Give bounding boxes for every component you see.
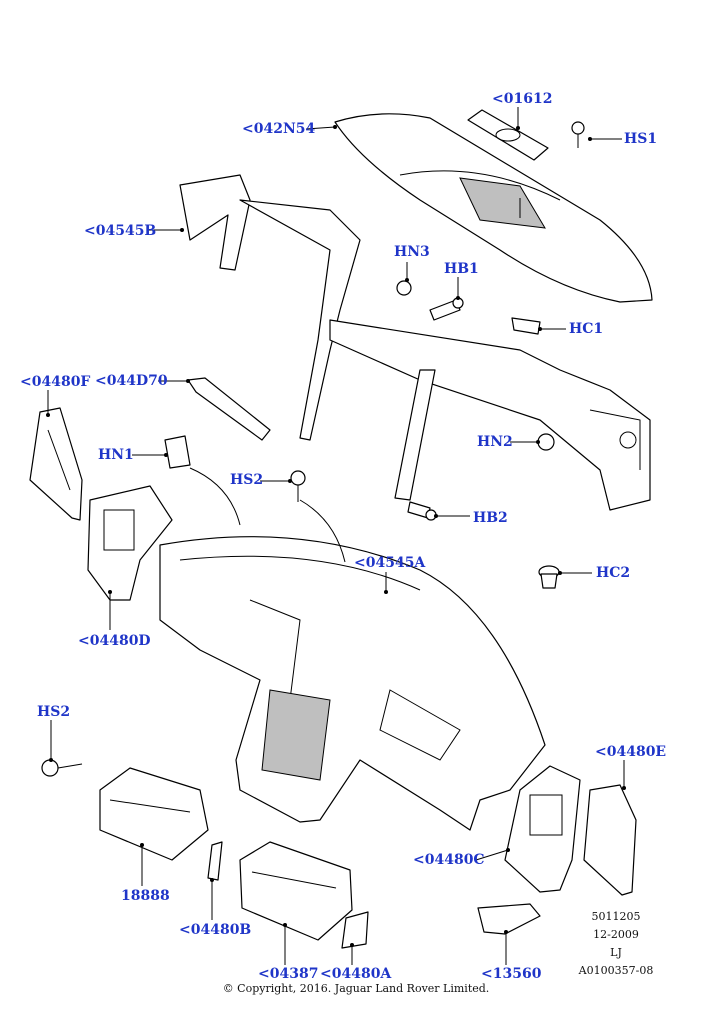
- callout-04480F: <04480F: [20, 374, 91, 390]
- screw-hs1: [571, 121, 585, 148]
- callout-044D70: <044D70: [95, 373, 168, 389]
- clip-hc2: [538, 565, 560, 589]
- callout-13560: <13560: [481, 966, 542, 982]
- bolt-hb1: [429, 297, 464, 321]
- screw-hs2-upper: [290, 470, 306, 502]
- clip-hc1: [511, 317, 541, 335]
- callout-HN2: HN2: [477, 434, 513, 450]
- cross-car-beam: [179, 174, 651, 511]
- vent-surround-right: [504, 765, 581, 893]
- callout-04480C: <04480C: [413, 852, 485, 868]
- top-trim-panel: [334, 113, 653, 303]
- side-panel-left: [29, 407, 83, 521]
- leader-lines: [46, 107, 626, 965]
- callout-04480D: <04480D: [78, 633, 151, 649]
- support-bracket: [187, 377, 271, 441]
- callout-HN3: HN3: [394, 244, 430, 260]
- storage-compartment: [239, 841, 353, 941]
- callout-HS2-upper: HS2: [230, 472, 264, 488]
- callout-18888: 18888: [121, 888, 170, 904]
- screw-hs2-lower: [41, 759, 83, 777]
- callout-01612: <01612: [492, 91, 553, 107]
- switch-blank: [477, 903, 541, 935]
- instrument-panel: [159, 536, 546, 831]
- speaker-cover: [467, 109, 549, 161]
- callout-04387: <04387: [258, 966, 319, 982]
- callout-HS1: HS1: [624, 131, 658, 147]
- small-trim-panel: [341, 911, 369, 949]
- callout-04480E: <04480E: [595, 744, 667, 760]
- glovebox-bin: [99, 767, 209, 861]
- reference-date: 12-2009: [593, 928, 639, 941]
- callout-HC2: HC2: [596, 565, 631, 581]
- callout-HB2: HB2: [473, 510, 508, 526]
- callout-04480A: <04480A: [320, 966, 392, 982]
- callout-04545B: <04545B: [84, 223, 157, 239]
- nut-hn2: [537, 433, 555, 451]
- nut-clip-hn1: [164, 435, 191, 469]
- bolt-hb2: [407, 501, 437, 521]
- reference-code: 5011205: [591, 910, 641, 923]
- diagram-reference-block: 5011205 12-2009 LJ A0100357-08: [576, 908, 656, 980]
- callout-04480B: <04480B: [179, 922, 252, 938]
- copyright-notice: © Copyright, 2016. Jaguar Land Rover Lim…: [222, 982, 490, 995]
- nut-hn3: [396, 280, 412, 296]
- callout-042N54: <042N54: [242, 121, 316, 137]
- side-panel-right: [583, 784, 637, 896]
- callout-HN1: HN1: [98, 447, 134, 463]
- callout-HC1: HC1: [569, 321, 604, 337]
- callout-04545A: <04545A: [354, 555, 426, 571]
- vent-surround-left: [87, 485, 173, 601]
- trim-strip: [207, 841, 223, 881]
- reference-illustration-id: A0100357-08: [578, 964, 654, 977]
- callout-HS2-lower: HS2: [37, 704, 71, 720]
- reference-model: LJ: [610, 946, 622, 959]
- callout-HB1: HB1: [444, 261, 479, 277]
